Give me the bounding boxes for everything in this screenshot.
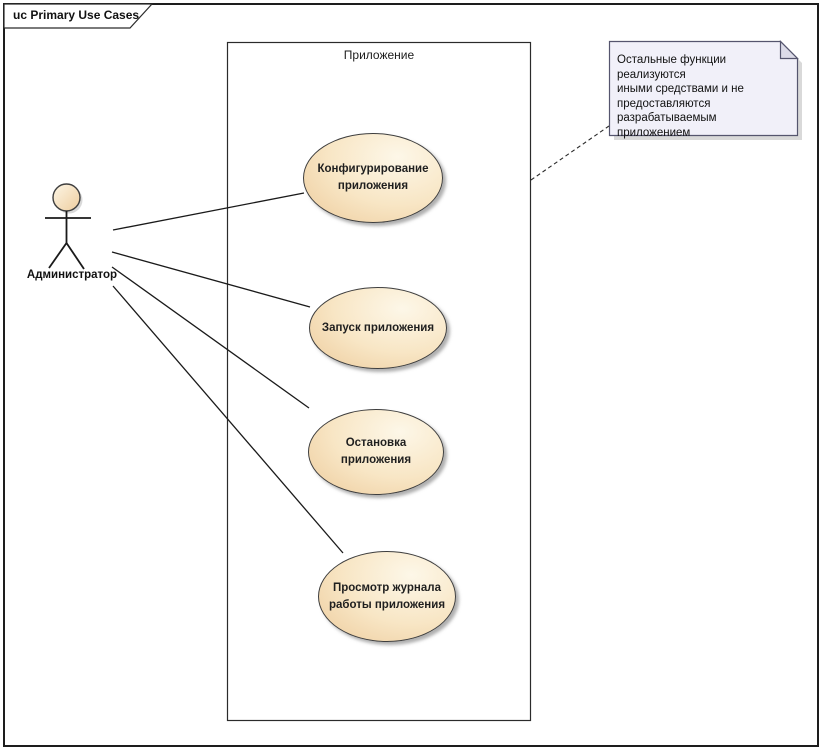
association-stop: [111, 266, 310, 409]
note-text: Остальные функции реализуются иными сред…: [617, 54, 744, 139]
usecase-configure-application[interactable]: Конфигурирование приложения: [303, 133, 443, 223]
actor-administrator[interactable]: [45, 183, 91, 270]
frame-heading-pentagon: [3, 3, 154, 29]
usecase-stop-label: Остановка приложения: [340, 437, 412, 466]
note-fold-corner-icon: [779, 40, 799, 60]
system-boundary-label: Приложение: [343, 48, 415, 62]
note-connector: [530, 125, 610, 181]
association-log: [112, 285, 344, 554]
note-shape[interactable]: [608, 40, 803, 141]
usecase-view-log[interactable]: Просмотр журнала работы приложения: [318, 551, 456, 642]
note-body: [608, 40, 799, 137]
usecase-configure-label: Конфигурирование приложения: [317, 163, 429, 192]
usecase-view-log-label: Просмотр журнала работы приложения: [328, 581, 446, 611]
actor-head: [52, 183, 81, 212]
usecase-start-label: Запуск приложения: [321, 321, 435, 334]
actor-name-label: Администратор: [26, 269, 118, 281]
diagram-frame-border: [3, 3, 819, 747]
actor-leg-left: [48, 242, 68, 269]
usecase-start-application[interactable]: Запуск приложения: [309, 287, 447, 369]
association-start: [111, 251, 311, 308]
association-configure: [112, 192, 305, 231]
actor-leg-right: [65, 242, 85, 270]
usecase-stop-application[interactable]: Остановка приложения: [308, 409, 444, 495]
frame-heading-label: uc Primary Use Cases: [13, 8, 140, 22]
